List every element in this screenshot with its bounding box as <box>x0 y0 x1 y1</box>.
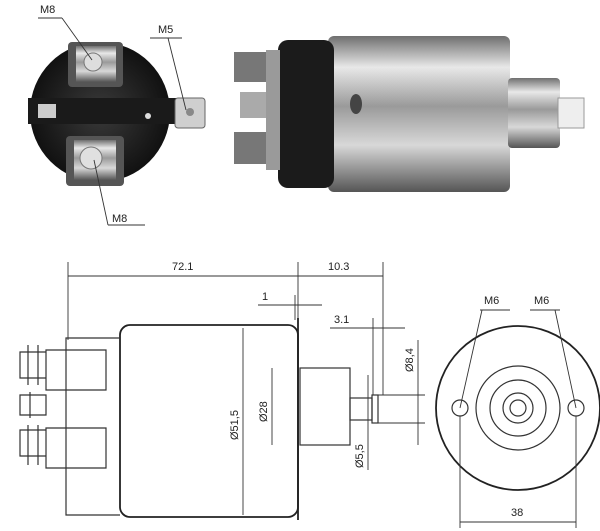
label-top-terminal: M8 <box>40 4 55 16</box>
dim-flange-thickness: 1 <box>262 291 268 303</box>
dim-mount-spacing: 38 <box>511 507 523 519</box>
label-bottom-terminal: M8 <box>112 213 127 225</box>
side-view-dimensions: 72.1 10.3 1 3.1 Ø51,5 Ø28 Ø8,4 Ø5,5 <box>67 261 425 515</box>
dim-body-diameter: Ø51,5 <box>229 410 241 440</box>
dim-mount-left: M6 <box>484 295 499 307</box>
dim-tip-diameter: Ø8,4 <box>404 348 416 372</box>
dim-boss-diameter: Ø28 <box>258 401 270 422</box>
label-small-terminal: M5 <box>158 24 173 36</box>
dim-plunger-extension: 10.3 <box>328 261 349 273</box>
front-view-dimensions: M6 M6 38 <box>459 295 577 528</box>
dim-shaft-diameter: Ø5,5 <box>354 444 366 468</box>
dim-tip-length: 3.1 <box>334 314 349 326</box>
side-view-drawing <box>19 318 379 520</box>
dim-overall-length: 72.1 <box>172 261 193 273</box>
solenoid-end-view-photo <box>28 42 206 186</box>
dim-mount-right: M6 <box>534 295 549 307</box>
photo-callouts: M8 M5 M8 <box>38 4 187 226</box>
solenoid-side-view-photo <box>234 36 585 192</box>
front-view-drawing <box>435 325 600 491</box>
